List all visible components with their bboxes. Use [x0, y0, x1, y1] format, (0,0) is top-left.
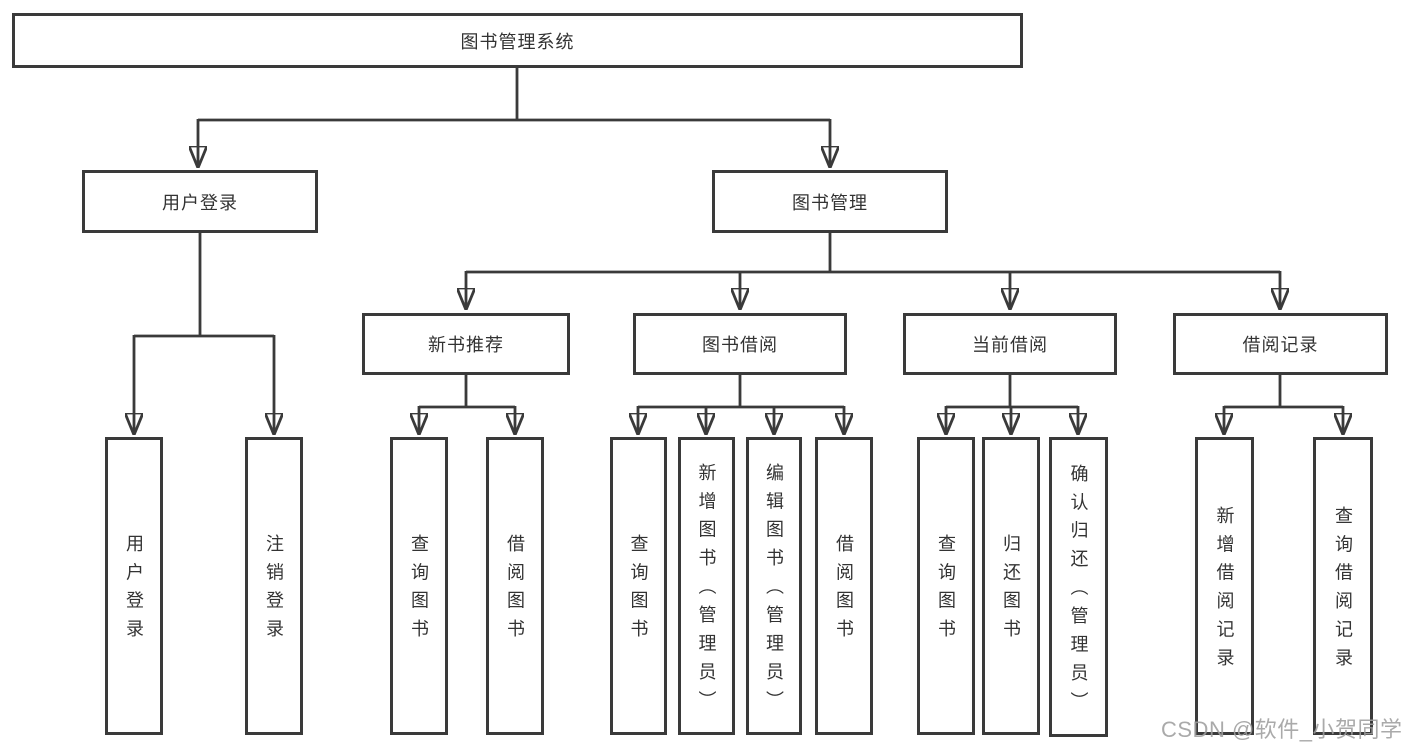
node-user-login: 用户登录 — [82, 170, 318, 233]
node-root-label: 图书管理系统 — [460, 31, 575, 52]
leaf-query-borrow-record-label: 查询借阅记录 — [1333, 505, 1353, 677]
leaf-borrow-books: 借阅图书 — [815, 437, 873, 735]
node-current-borrowing: 当前借阅 — [903, 313, 1117, 375]
node-new-book-recommendation: 新书推荐 — [362, 313, 570, 375]
leaf-edit-books-admin: 编辑图书（管理员） — [746, 437, 802, 735]
leaf-logout-label: 注销登录 — [264, 534, 284, 649]
node-book-borrowing-label: 图书借阅 — [702, 335, 778, 355]
leaf-borrow-books-recommend-label: 借阅图书 — [505, 534, 525, 649]
leaf-add-borrow-record-label: 新增借阅记录 — [1214, 505, 1235, 677]
leaf-query-books-recommend-label: 查询图书 — [409, 534, 429, 649]
leaf-add-books-admin-label: 新增图书（管理员） — [696, 463, 717, 720]
leaf-borrow-books-label: 借阅图书 — [834, 534, 854, 649]
node-user-login-label: 用户登录 — [162, 192, 238, 213]
node-new-book-recommendation-label: 新书推荐 — [428, 335, 504, 355]
leaf-query-books-recommend: 查询图书 — [390, 437, 448, 735]
leaf-edit-books-admin-label: 编辑图书（管理员） — [764, 463, 784, 720]
node-borrowing-records: 借阅记录 — [1173, 313, 1388, 375]
leaf-user-login: 用户登录 — [105, 437, 163, 735]
node-book-borrowing: 图书借阅 — [633, 313, 847, 375]
leaf-confirm-return-admin: 确认归还（管理员） — [1049, 437, 1108, 737]
leaf-confirm-return-admin-label: 确认归还（管理员） — [1068, 464, 1089, 721]
leaf-borrow-books-recommend: 借阅图书 — [486, 437, 544, 735]
leaf-add-books-admin: 新增图书（管理员） — [678, 437, 735, 735]
watermark: CSDN @软件_小贺同学 — [1161, 717, 1403, 742]
leaf-query-books-borrow: 查询图书 — [610, 437, 667, 735]
leaf-return-books-label: 归还图书 — [1001, 534, 1021, 649]
node-borrowing-records-label: 借阅记录 — [1242, 335, 1319, 355]
node-book-management: 图书管理 — [712, 170, 948, 233]
leaf-query-books-current-label: 查询图书 — [936, 534, 956, 649]
leaf-user-login-label: 用户登录 — [124, 534, 144, 649]
leaf-query-borrow-record: 查询借阅记录 — [1313, 437, 1373, 735]
leaf-add-borrow-record: 新增借阅记录 — [1195, 437, 1254, 735]
node-root: 图书管理系统 — [12, 13, 1023, 68]
node-current-borrowing-label: 当前借阅 — [972, 335, 1048, 355]
leaf-return-books: 归还图书 — [982, 437, 1040, 735]
leaf-query-books-current: 查询图书 — [917, 437, 975, 735]
leaf-logout: 注销登录 — [245, 437, 303, 735]
leaf-query-books-borrow-label: 查询图书 — [628, 534, 649, 649]
node-book-management-label: 图书管理 — [792, 192, 868, 213]
